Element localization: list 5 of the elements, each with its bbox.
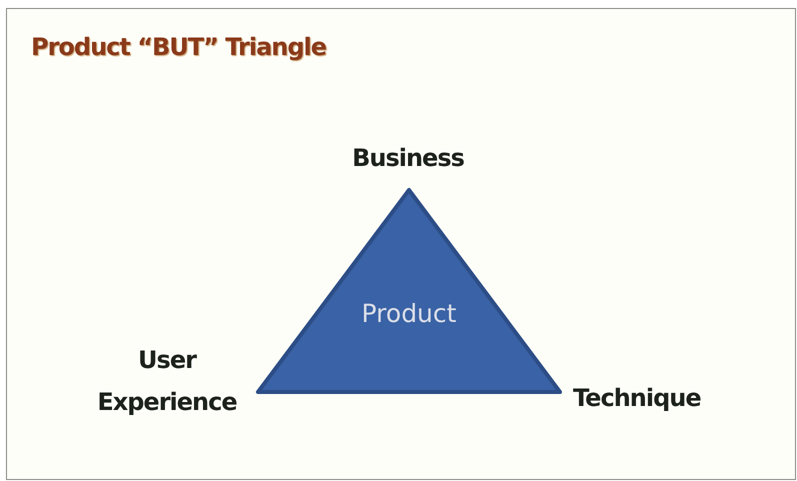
triangle-label: Product — [360, 299, 458, 328]
title: Product “BUT” Triangle — [31, 33, 326, 62]
corner-label: Business — [351, 143, 465, 174]
corner-label: Technique — [573, 383, 702, 414]
corner-label: User Experience — [96, 345, 238, 418]
